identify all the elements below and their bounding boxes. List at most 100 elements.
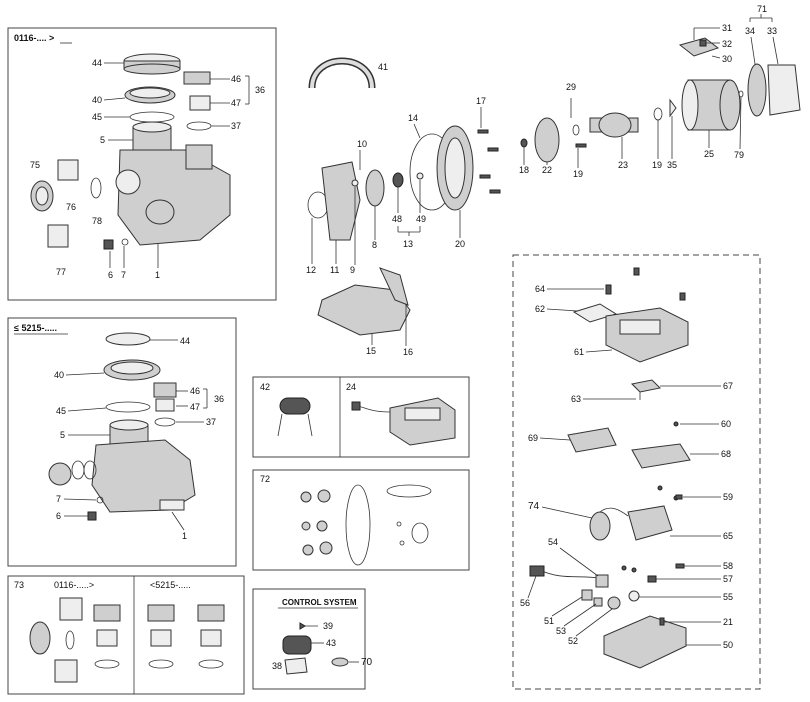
panel-73-version-b: <5215-..... [150,580,191,590]
control-system-title: CONTROL SYSTEM [282,598,357,607]
callout-50: 50 [723,640,733,650]
panel-header: ≤ 5215-..... [14,323,57,333]
callout-46: 46 [190,386,200,396]
callout-13: 13 [403,239,413,249]
callout-19: 19 [652,160,662,170]
callout-71: 71 [757,4,767,14]
callout-12: 12 [306,265,316,275]
panel-pump-5215: ≤ 5215-..... 44 40 46 36 47 45 [7,317,237,567]
callout-78: 78 [92,216,102,226]
callout-6: 6 [108,270,113,280]
callout-57: 57 [723,574,733,584]
callout-5: 5 [60,430,65,440]
callout-56: 56 [520,598,530,608]
panel-42-24: 42 24 [252,376,470,458]
callout-47: 47 [190,402,200,412]
callouts-panel-2: 44 40 46 36 47 45 37 5 7 6 1 [54,336,224,541]
callout-58: 58 [723,561,733,571]
callout-36: 36 [255,85,265,95]
callout-49: 49 [416,214,426,224]
callout-37: 37 [231,121,241,131]
callout-20: 20 [455,239,465,249]
panel-72-label: 72 [260,474,270,484]
callout-15: 15 [366,346,376,356]
callouts-panel-1: 44 46 36 40 47 45 37 5 75 76 78 77 6 7 1 [30,58,265,280]
callout-41: 41 [378,62,388,72]
callout-8: 8 [372,240,377,250]
callout-5: 5 [100,135,105,145]
callout-75: 75 [30,160,40,170]
callout-37: 37 [206,417,216,427]
callout-10: 10 [357,139,367,149]
callout-53: 53 [556,626,566,636]
panel-control-system: CONTROL SYSTEM 39 43 38 70 [252,588,373,690]
callout-44: 44 [92,58,102,68]
callout-61: 61 [574,347,584,357]
callout-31: 31 [722,23,732,33]
callout-19: 19 [573,169,583,179]
callout-64: 64 [535,284,545,294]
callout-62: 62 [535,304,545,314]
callout-23: 23 [618,160,628,170]
callout-39: 39 [323,621,333,631]
panel-73-label: 73 [14,580,24,590]
callout-46: 46 [231,74,241,84]
callout-70: 70 [361,657,373,668]
callout-48: 48 [392,214,402,224]
callout-11: 11 [330,265,339,275]
callout-43: 43 [326,638,336,648]
callout-60: 60 [721,419,731,429]
callout-45: 45 [92,112,102,122]
callout-30: 30 [722,54,732,64]
panel-electronics: 64 62 61 67 63 60 69 68 59 74 65 54 58 5… [512,254,761,690]
panel-24-label: 24 [346,382,356,392]
callout-52: 52 [568,636,578,646]
callout-33: 33 [767,26,777,36]
callout-77: 77 [56,267,66,277]
callout-38: 38 [272,661,282,671]
callout-67: 67 [723,381,733,391]
callout-40: 40 [54,370,64,380]
callout-18: 18 [519,165,529,175]
callout-16: 16 [403,347,413,357]
callout-65: 65 [723,531,733,541]
callout-1: 1 [182,531,187,541]
callout-63: 63 [571,394,581,404]
panel-73-version-a: 0116-.....> [54,580,94,590]
callout-29: 29 [566,82,576,92]
callout-79: 79 [734,150,744,160]
panel-pump-0116: 0116-.... > 44 [7,27,277,301]
callout-25: 25 [704,149,714,159]
callout-69: 69 [528,433,538,443]
callout-45: 45 [56,406,66,416]
callout-68: 68 [721,449,731,459]
callout-7: 7 [121,270,126,280]
callout-35: 35 [667,160,677,170]
callout-1: 1 [155,270,160,280]
callout-6: 6 [56,511,61,521]
callout-7: 7 [56,494,61,504]
callout-54: 54 [548,537,558,547]
callout-14: 14 [408,113,418,123]
panel-72-seal-kit: 72 [252,469,470,571]
callout-32: 32 [722,39,732,49]
callout-36: 36 [214,394,224,404]
callout-17: 17 [476,96,486,106]
callout-47: 47 [231,98,241,108]
callout-55: 55 [723,592,733,602]
callout-22: 22 [542,165,552,175]
callout-59: 59 [723,492,733,502]
callout-21: 21 [723,617,733,627]
panel-73-union-kit: 73 0116-.....> <5215-..... [7,575,245,695]
panel-42-label: 42 [260,382,270,392]
callout-44: 44 [180,336,190,346]
callout-76: 76 [66,202,76,212]
callout-40: 40 [92,95,102,105]
callout-34: 34 [745,26,755,36]
callout-74: 74 [528,501,540,512]
panel-header: 0116-.... > [14,33,54,43]
callout-51: 51 [544,616,554,626]
center-assembly: 41 [306,4,801,357]
callout-9: 9 [350,265,355,275]
